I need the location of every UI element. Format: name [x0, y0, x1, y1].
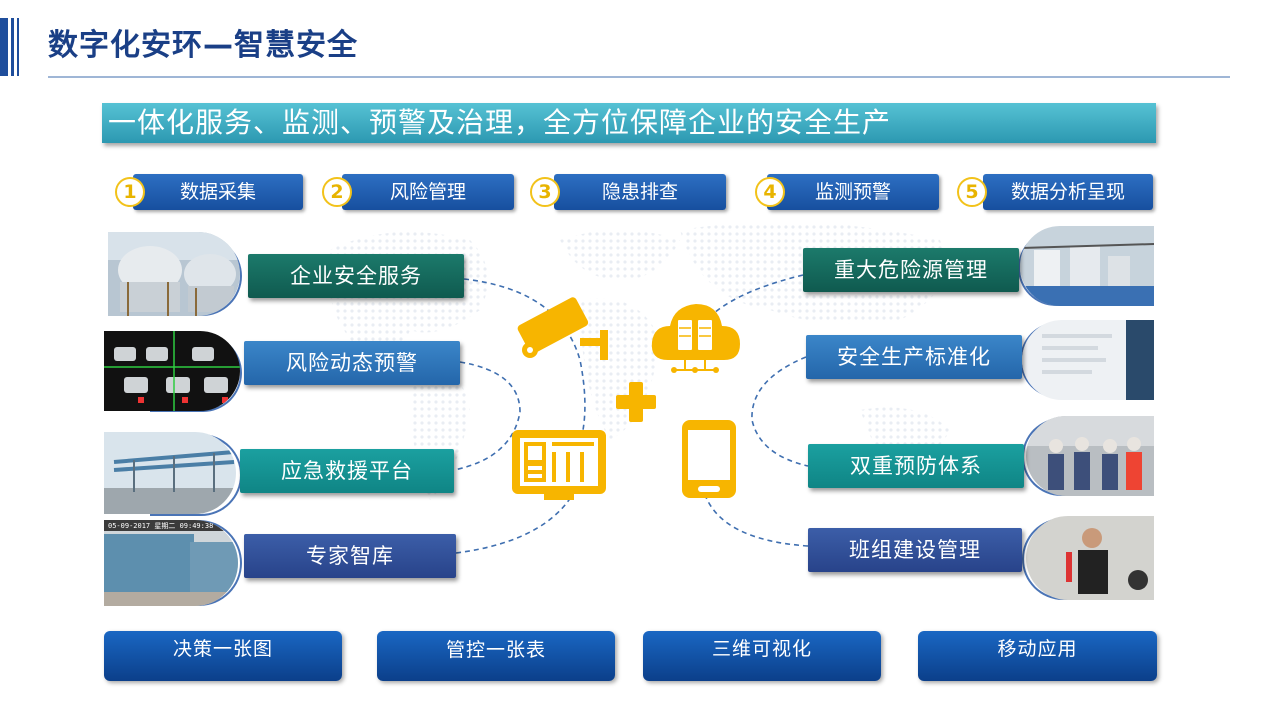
step-label: 数据采集 [133, 174, 303, 210]
service-team-building-management[interactable]: 班组建设管理 [808, 528, 1022, 572]
scada-screen-photo [104, 331, 240, 411]
pipe-rack-photo [104, 432, 236, 514]
step-number-badge: 5 [957, 177, 987, 207]
page-title: 数字化安环—智慧安全 [48, 28, 358, 63]
service-major-hazard-management[interactable]: 重大危险源管理 [803, 248, 1019, 292]
decision-map-button[interactable]: 决策一张图 [104, 631, 342, 681]
tank-farm-photo: 05-09-2017 星期二 09:49:38 [104, 520, 238, 606]
control-table-button[interactable]: 管控一张表 [377, 631, 615, 681]
cloud-server-icon [651, 304, 740, 373]
monitor-panel-icon [512, 430, 606, 500]
step-number-badge: 1 [115, 177, 145, 207]
surveillance-camera-icon [517, 297, 608, 360]
title-divider [48, 76, 1230, 78]
step-label: 数据分析呈现 [983, 174, 1153, 210]
plus-icon [616, 382, 656, 422]
service-expert-think-tank[interactable]: 专家智库 [244, 534, 456, 578]
step-number-badge: 4 [755, 177, 785, 207]
slogan-banner: 一体化服务、监测、预警及治理，全方位保障企业的安全生产 [102, 103, 1156, 143]
service-dual-prevention-system[interactable]: 双重预防体系 [808, 444, 1024, 488]
header-accent-bar-thin-2 [17, 18, 19, 76]
step-label: 隐患排查 [554, 174, 726, 210]
service-risk-dynamic-warning[interactable]: 风险动态预警 [244, 341, 460, 385]
smartphone-icon [682, 420, 736, 498]
service-enterprise-safety[interactable]: 企业安全服务 [248, 254, 464, 298]
team-training-photo [1026, 516, 1154, 600]
3d-visualization-button[interactable]: 三维可视化 [643, 631, 881, 681]
camera-timestamp: 05-09-2017 星期二 09:49:38 [108, 522, 213, 530]
mobile-app-button[interactable]: 移动应用 [918, 631, 1157, 681]
step-label: 监测预警 [767, 174, 939, 210]
service-emergency-rescue[interactable]: 应急救援平台 [240, 449, 454, 493]
storage-tanks-photo [108, 232, 240, 316]
step-number-badge: 2 [322, 177, 352, 207]
service-safety-standardization[interactable]: 安全生产标准化 [806, 335, 1022, 379]
header-accent-bar [0, 18, 8, 76]
step-label: 风险管理 [342, 174, 514, 210]
chemical-plant-photo [1020, 226, 1154, 306]
header-accent-bar-thin [11, 18, 14, 76]
step-number-badge: 3 [530, 177, 560, 207]
site-inspection-photo [1026, 416, 1154, 496]
software-screen-photo [1022, 320, 1154, 400]
